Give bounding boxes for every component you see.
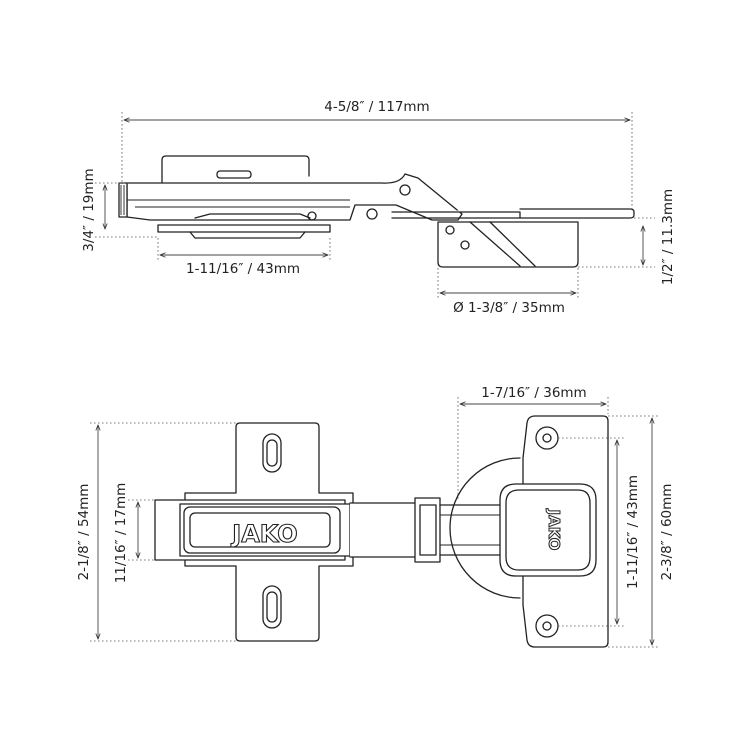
bottom-screw (535, 614, 559, 638)
bottom-slot (262, 585, 282, 629)
plate-height-label: 2-1/8″ / 54mm (76, 484, 92, 581)
cup-diameter-dimension: Ø 1-3/8″ / 35mm (437, 268, 579, 316)
height-label: 3/4″ / 19mm (81, 168, 97, 251)
top-view: JAKO JAKO 1-7/16″ / 36mm 2-1/8″ / (76, 385, 675, 648)
hinge-side-profile (118, 155, 635, 268)
arm-height-dimension: 11/16″ / 17mm (113, 483, 155, 584)
plate-length-label: 1-11/16″ / 43mm (186, 261, 300, 277)
plate-height-dimension: 2-1/8″ / 54mm (76, 422, 236, 642)
cup-width-label: 1-7/16″ / 36mm (481, 385, 586, 401)
overall-length-dimension: 4-5/8″ / 117mm (121, 99, 633, 212)
arm-height-label: 11/16″ / 17mm (113, 483, 129, 584)
height-dimension: 3/4″ / 19mm (81, 168, 158, 252)
side-view: 4-5/8″ / 117mm (81, 99, 676, 316)
overall-length-label: 4-5/8″ / 117mm (324, 99, 429, 115)
cup-width-dimension: 1-7/16″ / 36mm (457, 385, 609, 500)
logo-text: JAKO (230, 520, 297, 548)
cup-plate-height-label: 2-3/8″ / 60mm (659, 484, 675, 581)
screw-spacing-label: 1-11/16″ / 43mm (625, 475, 641, 589)
top-slot (262, 433, 282, 473)
cup-depth-label: 1/2″ / 11.3mm (660, 189, 676, 285)
cup-logo-text: JAKO (545, 509, 563, 551)
cup-plate-height-dimension: 2-3/8″ / 60mm (608, 415, 675, 648)
top-screw (535, 426, 559, 450)
cup-depth-dimension: 1/2″ / 11.3mm (578, 189, 676, 285)
cup-diameter-label: Ø 1-3/8″ / 35mm (453, 300, 565, 316)
plate-length-dimension: 1-11/16″ / 43mm (157, 238, 331, 277)
screw-spacing-dimension: 1-11/16″ / 43mm (558, 437, 641, 627)
